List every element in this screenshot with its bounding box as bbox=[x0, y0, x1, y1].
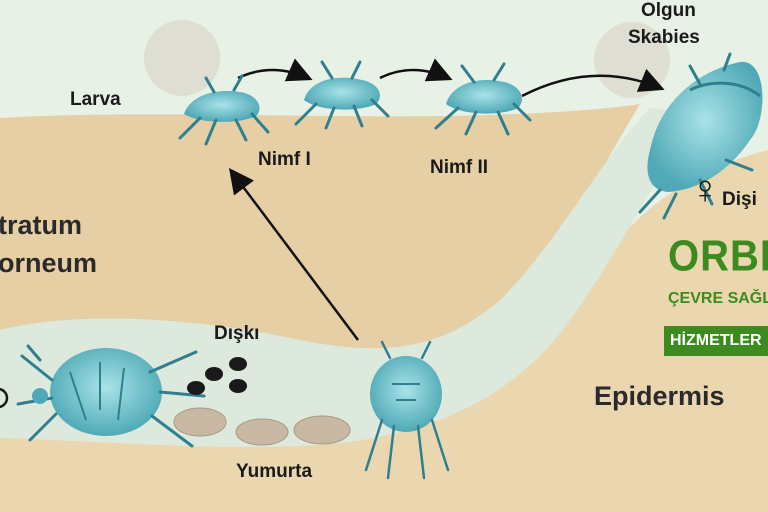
skin-layer bbox=[0, 104, 640, 372]
nymph1-mite bbox=[294, 60, 390, 130]
stratum-corneum-line2: orneum bbox=[0, 248, 98, 278]
larva-label: Larva bbox=[70, 89, 121, 110]
nymph2-mite bbox=[434, 62, 532, 136]
brand-services-badge: HİZMETLER bbox=[664, 326, 768, 356]
female-label: Dişi bbox=[722, 189, 757, 210]
arrow-nymph1-to-nymph2 bbox=[379, 58, 453, 82]
female-symbol: ♀ bbox=[690, 168, 720, 212]
bg-circle bbox=[144, 20, 220, 96]
brand-services-label: HİZMETLER bbox=[670, 332, 762, 349]
arrow-nymph2-to-adult bbox=[521, 68, 665, 98]
egg-hatchling-mite bbox=[364, 340, 450, 480]
arrow-larva-to-nymph1 bbox=[237, 58, 313, 82]
female-symbol-left bbox=[0, 387, 9, 409]
adult-label-line1: Olgun bbox=[641, 0, 696, 21]
larva-mite bbox=[178, 74, 270, 146]
eggs-label: Yumurta bbox=[236, 461, 313, 482]
nymph1-label: Nimf I bbox=[258, 149, 311, 170]
adult-label-line2: Skabies bbox=[628, 27, 700, 48]
stratum-corneum-line1: tratum bbox=[0, 210, 83, 240]
female-mite bbox=[16, 344, 206, 448]
feces-pellets bbox=[187, 357, 247, 395]
arrow-egg-to-larva bbox=[229, 168, 359, 341]
eggs bbox=[173, 407, 351, 446]
brand-name: ORBIS bbox=[668, 232, 768, 281]
adult-mite bbox=[638, 52, 763, 220]
feces-label: Dışkı bbox=[214, 323, 260, 344]
brand-subtitle: ÇEVRE SAĞLI bbox=[668, 290, 768, 307]
nymph2-label: Nimf II bbox=[430, 157, 489, 178]
epidermis-label: Epidermis bbox=[594, 381, 725, 411]
